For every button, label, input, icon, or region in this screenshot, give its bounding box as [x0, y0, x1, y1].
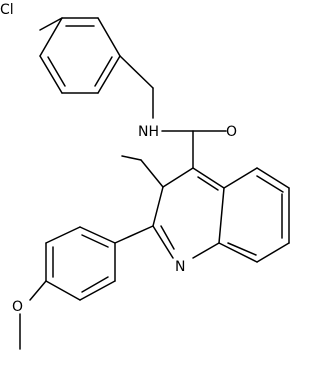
- atom-label-ring-nitrogen: N: [175, 259, 185, 275]
- atom-labels: Cl NH O N O: [0, 2, 237, 315]
- bond: [79, 226, 116, 244]
- molecule-diagram: Cl NH O N O: [0, 2, 290, 350]
- atom-label-chlorine: Cl: [0, 2, 14, 18]
- bond: [256, 167, 290, 189]
- bond: [79, 280, 116, 301]
- bond: [223, 167, 258, 189]
- bond: [39, 17, 63, 31]
- bond: [197, 176, 219, 191]
- atom-label-carbonyl-oxygen: O: [226, 124, 237, 140]
- bond: [152, 225, 174, 259]
- bond: [97, 55, 121, 94]
- bond: [192, 167, 225, 189]
- bond: [47, 56, 66, 87]
- bond: [45, 280, 81, 301]
- bond: [81, 276, 109, 293]
- bond: [94, 56, 113, 87]
- atom-label-ether-oxygen: O: [12, 299, 23, 315]
- bonds: [19, 17, 290, 350]
- bond: [218, 187, 225, 244]
- bond: [218, 242, 258, 263]
- bond: [160, 225, 175, 250]
- bond: [114, 225, 154, 244]
- bond: [39, 17, 63, 57]
- bond: [162, 167, 194, 188]
- bond: [97, 17, 121, 57]
- bond: [81, 234, 109, 248]
- atom-label-amide-nitrogen: NH: [138, 124, 159, 140]
- bond: [256, 242, 290, 263]
- bond: [256, 175, 284, 193]
- bond: [39, 55, 63, 94]
- bond: [45, 226, 81, 244]
- bond: [152, 186, 164, 227]
- bond: [227, 242, 257, 256]
- bond: [29, 280, 47, 301]
- bond: [121, 155, 142, 161]
- structure-canvas: Cl NH O N O: [0, 2, 290, 350]
- bond: [119, 55, 154, 89]
- bond: [192, 242, 220, 259]
- bond: [140, 159, 164, 188]
